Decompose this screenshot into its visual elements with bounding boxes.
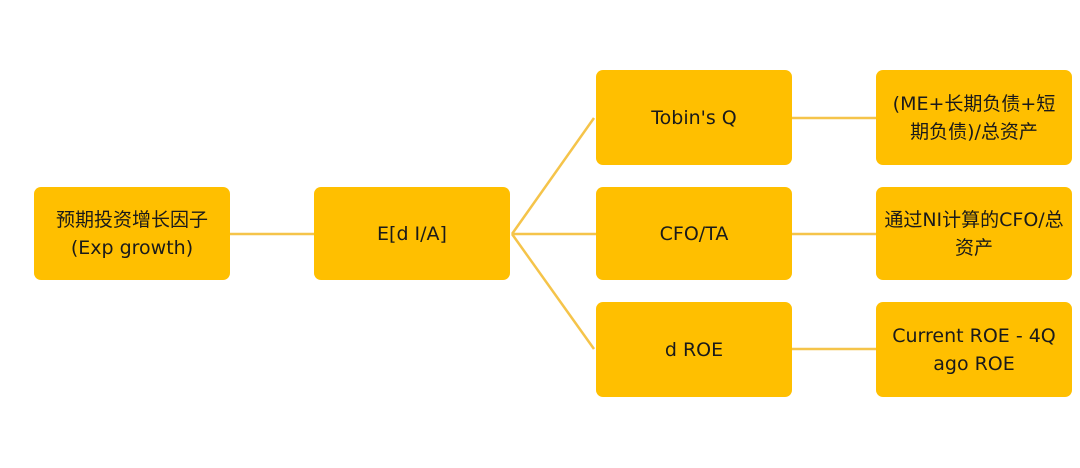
detail-node-d-roe-formula: Current ROE - 4Q ago ROE	[876, 302, 1072, 397]
root-node-exp-growth: 预期投资增长因子(Exp growth)	[34, 187, 230, 280]
detail-node-cfo-ta-formula: 通过NI计算的CFO/总资产	[876, 187, 1072, 280]
mid-node-label: E[d I/A]	[377, 222, 447, 245]
branch-node-tobins-q: Tobin's Q	[596, 70, 792, 165]
connector-mid-to-tobins-q	[510, 117, 596, 235]
detail-node-label: (ME+长期负债+短期负债)/总资产	[892, 92, 1056, 143]
branch-node-label: d ROE	[664, 338, 724, 361]
detail-node-tobins-q-formula: (ME+长期负债+短期负债)/总资产	[876, 70, 1072, 165]
branch-node-d-roe: d ROE	[596, 302, 792, 397]
branch-node-cfo-ta: CFO/TA	[596, 187, 792, 280]
detail-node-label: 通过NI计算的CFO/总资产	[884, 208, 1064, 259]
root-node-label: 预期投资增长因子(Exp growth)	[55, 208, 208, 259]
branch-node-label: Tobin's Q	[651, 106, 737, 129]
detail-node-label: Current ROE - 4Q ago ROE	[892, 324, 1056, 375]
branch-node-label: CFO/TA	[659, 222, 729, 245]
connector-mid-to-d-roe	[510, 233, 596, 350]
mid-node-e-d-i-a: E[d I/A]	[314, 187, 510, 280]
